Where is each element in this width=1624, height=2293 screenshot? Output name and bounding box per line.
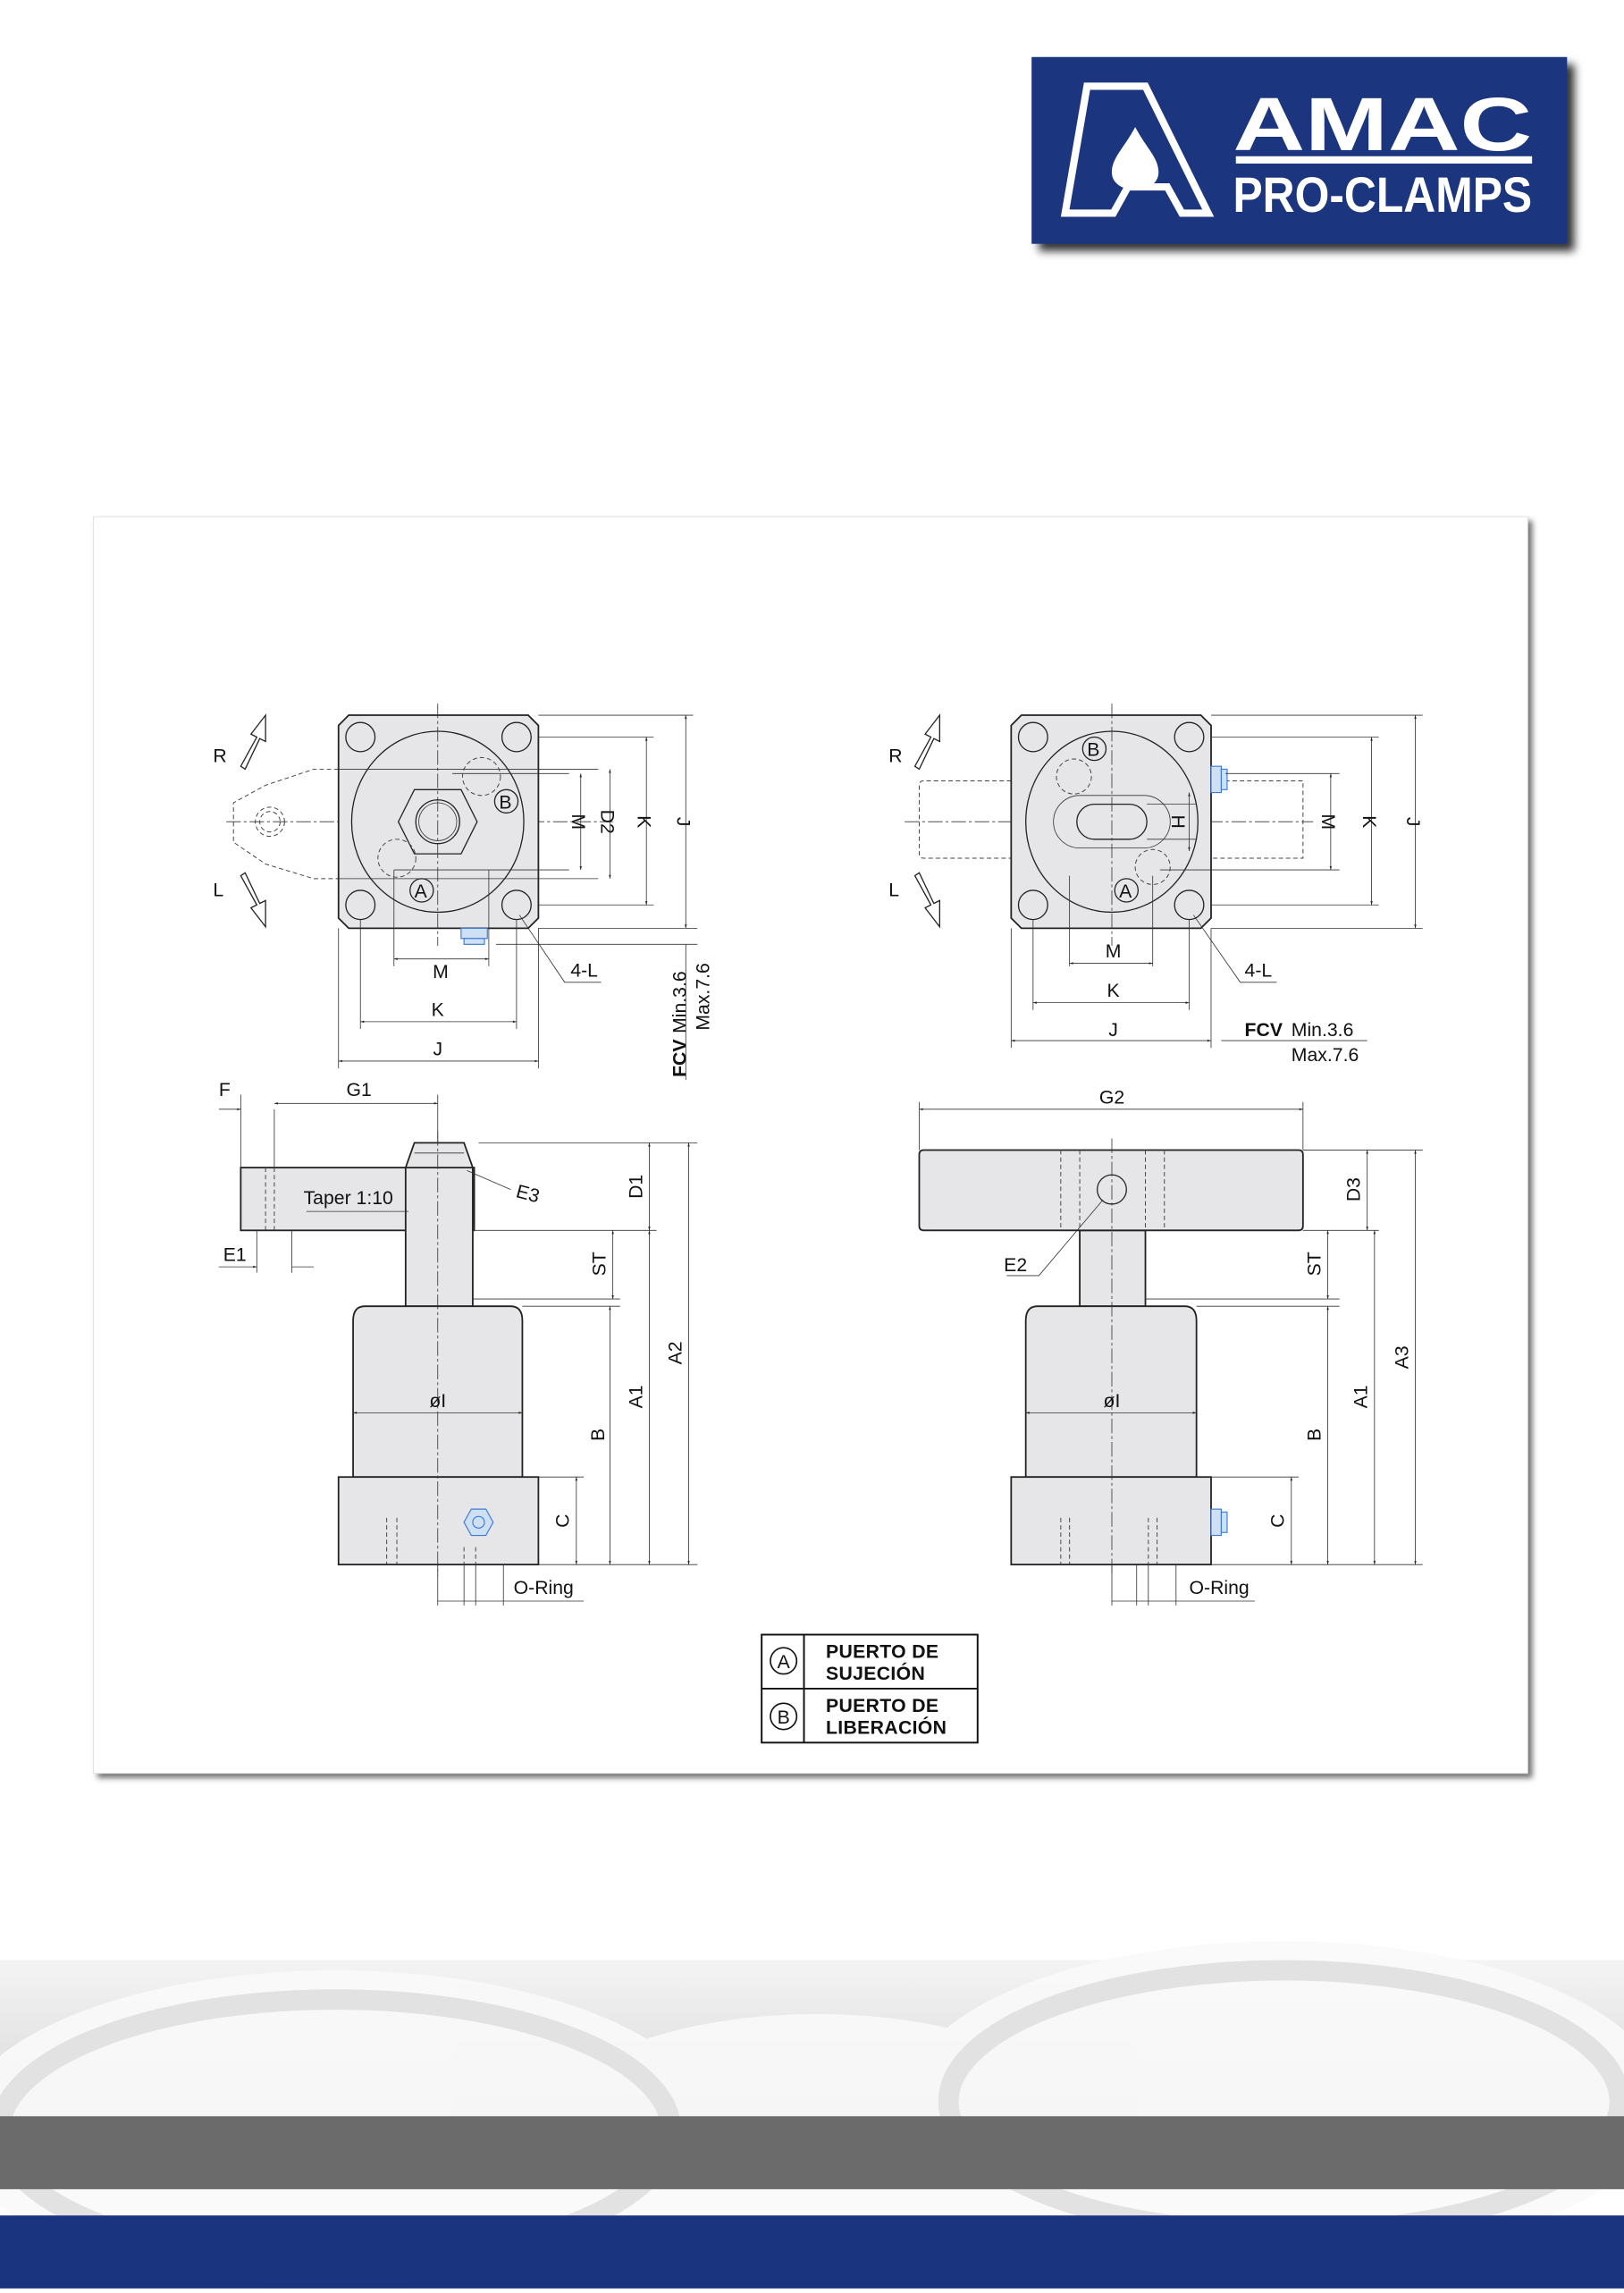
port-a-label: A bbox=[415, 881, 428, 902]
legend-text: PUERTO DE bbox=[826, 1696, 938, 1716]
fitting-icon bbox=[463, 1508, 494, 1537]
brand-logo: AMAC PRO-CLAMPS bbox=[1031, 56, 1568, 244]
fcv-min: Min.3.6 bbox=[669, 971, 690, 1033]
rotate-right-arrow-icon bbox=[913, 713, 940, 771]
side-view-left: F G1 Taper 1:10 E3 E1 D1 ST A1 A2 B C øI… bbox=[218, 1080, 698, 1606]
dim-j-vertical: J bbox=[672, 817, 693, 827]
dim-m-horizontal: M bbox=[1106, 941, 1122, 962]
legend-text: PUERTO DE bbox=[826, 1642, 938, 1663]
dim-diameter: øI bbox=[429, 1391, 446, 1412]
rotate-left-arrow-icon bbox=[913, 872, 940, 929]
dim-a3: A3 bbox=[1392, 1345, 1412, 1369]
dim-a2: A2 bbox=[665, 1341, 686, 1364]
dim-k-horizontal: K bbox=[432, 999, 444, 1020]
brand-tagline: PRO-CLAMPS bbox=[1233, 167, 1532, 223]
dim-c: C bbox=[1268, 1514, 1289, 1528]
fcv-label: FCV bbox=[669, 1039, 690, 1076]
o-ring-label: O-Ring bbox=[1190, 1578, 1250, 1598]
dim-d3: D3 bbox=[1344, 1177, 1365, 1201]
brand-name: AMAC bbox=[1233, 81, 1532, 166]
fitting-icon bbox=[460, 927, 488, 945]
hole-callout: 4-L bbox=[1245, 960, 1273, 981]
dim-m-horizontal: M bbox=[433, 962, 449, 982]
rotate-right-arrow-icon bbox=[240, 713, 266, 771]
dim-k-vertical: K bbox=[633, 815, 653, 828]
dim-m-vertical: M bbox=[1317, 814, 1338, 830]
logo-a-drop-icon bbox=[1060, 82, 1215, 217]
footer-blue-band bbox=[0, 2215, 1624, 2289]
rotate-left-arrow-icon bbox=[240, 872, 266, 929]
dim-j-vertical: J bbox=[1402, 817, 1423, 827]
port-b-label: B bbox=[499, 793, 511, 814]
legend-text: LIBERACIÓN bbox=[826, 1716, 947, 1739]
dim-b: B bbox=[1304, 1429, 1325, 1441]
dim-g2: G2 bbox=[1099, 1087, 1124, 1108]
dim-d1: D1 bbox=[626, 1175, 646, 1199]
dim-c: C bbox=[553, 1514, 574, 1528]
dim-a1: A1 bbox=[626, 1385, 646, 1408]
dim-a1: A1 bbox=[1351, 1385, 1372, 1408]
footer bbox=[0, 1941, 1624, 2292]
dim-st: ST bbox=[1304, 1252, 1325, 1276]
legend-symbol: A bbox=[778, 1652, 791, 1673]
dim-d2: D2 bbox=[597, 810, 618, 834]
fcv-max: Max.7.6 bbox=[1292, 1045, 1359, 1066]
rotation-left-label: L bbox=[213, 880, 223, 900]
fcv-max: Max.7.6 bbox=[693, 963, 713, 1030]
legend-text: SUJECIÓN bbox=[826, 1662, 925, 1684]
dim-k-horizontal: K bbox=[1107, 981, 1120, 1001]
o-ring-label: O-Ring bbox=[514, 1578, 574, 1598]
port-a-label: A bbox=[1119, 881, 1132, 902]
fcv-label: FCV bbox=[1245, 1020, 1283, 1041]
dim-k-vertical: K bbox=[1359, 815, 1379, 828]
dim-g1: G1 bbox=[346, 1080, 371, 1100]
dim-e2: E2 bbox=[1004, 1255, 1027, 1276]
dim-m-vertical: M bbox=[568, 814, 588, 830]
port-legend: A PUERTO DE SUJECIÓN B PUERTO DE LIBERAC… bbox=[761, 1633, 979, 1744]
dim-st: ST bbox=[589, 1252, 610, 1276]
dim-j-horizontal: J bbox=[433, 1039, 442, 1059]
rotation-right-label: R bbox=[888, 746, 902, 766]
dim-diameter: øI bbox=[1104, 1391, 1121, 1412]
dim-j-horizontal: J bbox=[1108, 1020, 1118, 1041]
dim-e1: E1 bbox=[223, 1245, 247, 1266]
hole-callout: 4-L bbox=[570, 960, 598, 981]
rotation-right-label: R bbox=[213, 746, 226, 766]
port-b-label: B bbox=[1087, 740, 1099, 761]
dim-f: F bbox=[219, 1080, 231, 1100]
legend-row-b: B PUERTO DE LIBERACIÓN bbox=[770, 1696, 947, 1739]
fitting-icon bbox=[1210, 1508, 1228, 1537]
legend-row-a: A PUERTO DE SUJECIÓN bbox=[770, 1642, 938, 1684]
taper-label: Taper 1:10 bbox=[304, 1188, 393, 1209]
fitting-icon bbox=[1210, 765, 1228, 794]
top-view-right: B A R L H M K J M K J 4-L bbox=[888, 703, 1423, 1066]
legend-symbol: B bbox=[778, 1707, 790, 1728]
side-view-right: G2 E2 D3 ST A1 A3 B C øI O-Ring bbox=[918, 1087, 1423, 1606]
fcv-min: Min.3.6 bbox=[1292, 1020, 1354, 1041]
top-view-left: B A R L M D2 K J FCV Min.3.6 Max.7.6 bbox=[213, 703, 713, 1081]
dim-h: H bbox=[1167, 815, 1188, 829]
rotation-left-label: L bbox=[888, 880, 899, 900]
drawing-panel bbox=[93, 516, 1528, 1775]
dim-b: B bbox=[588, 1429, 609, 1441]
footer-gray-band bbox=[0, 2116, 1624, 2189]
